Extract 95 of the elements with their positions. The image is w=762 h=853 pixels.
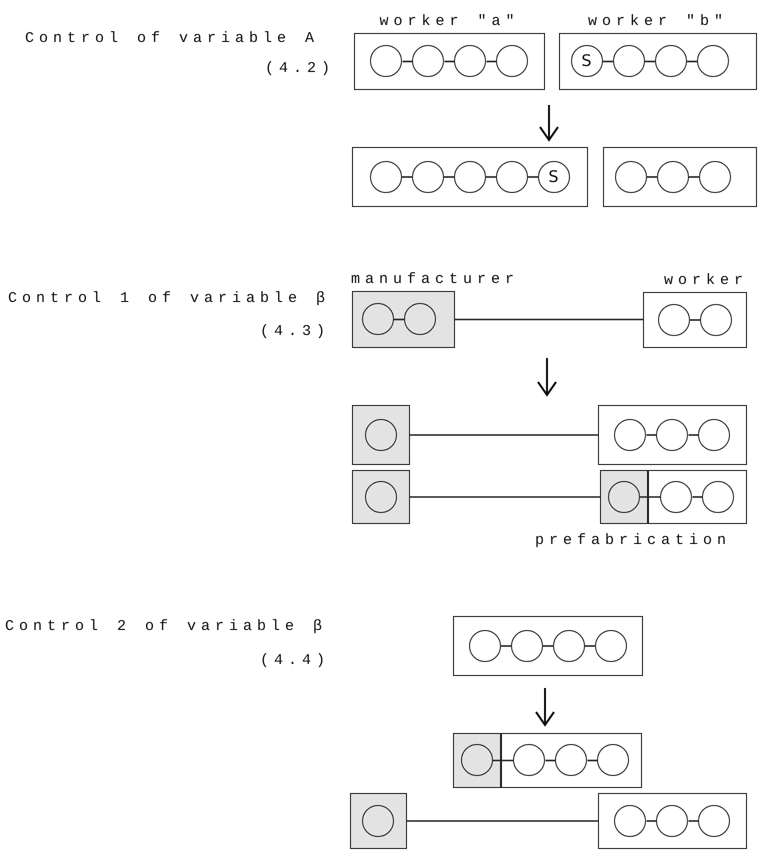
circle (698, 160, 730, 192)
circle (656, 804, 688, 836)
caption-text: (4.2) (264, 60, 335, 77)
circle (496, 160, 528, 192)
caption-text: Control 2 of variable β (5, 618, 328, 635)
circle (362, 804, 394, 836)
circle (700, 304, 732, 336)
box (598, 793, 747, 849)
labelled-circle (570, 45, 602, 77)
circle (597, 744, 629, 776)
connector-line (640, 496, 660, 498)
box (501, 733, 642, 788)
circle (364, 480, 396, 512)
connector-line (646, 434, 656, 436)
circle (656, 418, 688, 450)
connector-line (486, 176, 496, 178)
connector-line (402, 176, 412, 178)
caption-text: (4.4) (260, 652, 330, 669)
circle (614, 160, 646, 192)
circle (496, 45, 528, 77)
circle (658, 304, 690, 336)
circle (614, 804, 646, 836)
circle (698, 804, 730, 836)
connector-line (455, 318, 643, 320)
caption-text: Control of variable A (25, 30, 320, 47)
circle (454, 45, 486, 77)
connector-line (486, 60, 496, 62)
circle (412, 45, 444, 77)
connector-line (444, 60, 454, 62)
circle (552, 630, 584, 662)
connector-line (444, 176, 454, 178)
circle (702, 480, 734, 512)
connector-line (689, 176, 699, 178)
connector-line (687, 60, 697, 62)
circle (362, 303, 394, 335)
connector-line (646, 820, 656, 822)
box (603, 147, 757, 207)
circle (454, 160, 486, 192)
connector-line (501, 645, 511, 647)
box (453, 616, 643, 676)
connector-line (528, 176, 538, 178)
connector-line (402, 60, 412, 62)
caption-text: (4.3) (260, 323, 330, 340)
circle (612, 45, 644, 77)
circle (468, 630, 500, 662)
connector-line (493, 760, 514, 762)
shaded-box (600, 470, 648, 524)
circle (370, 45, 402, 77)
shaded-box (352, 470, 410, 524)
connector-line (692, 496, 702, 498)
box (648, 470, 747, 524)
connector-line (688, 820, 698, 822)
circle (510, 630, 542, 662)
circle (608, 480, 640, 512)
circle (660, 480, 692, 512)
box-heading: worker (664, 272, 748, 289)
circle (656, 160, 688, 192)
connector-line (543, 645, 553, 647)
circle (698, 418, 730, 450)
connector-line (585, 645, 595, 647)
box-heading: manufacturer (351, 271, 520, 288)
circle (696, 45, 728, 77)
circle (555, 744, 587, 776)
connector-line (645, 60, 655, 62)
connector-line (394, 318, 404, 320)
box-heading: worker "a" (380, 13, 520, 30)
connector-line (603, 60, 613, 62)
connector-line (410, 496, 600, 498)
connector-line (407, 820, 598, 822)
box-heading: worker "b" (588, 13, 728, 30)
shaded-box (352, 405, 410, 465)
caption-text: Control 1 of variable β (8, 290, 330, 307)
circle (412, 160, 444, 192)
caption-text: prefabrication (535, 532, 732, 549)
connector-line (410, 434, 598, 436)
connector-line (688, 434, 698, 436)
box (352, 147, 588, 207)
circle (513, 744, 545, 776)
circle (654, 45, 686, 77)
shaded-box (350, 793, 407, 849)
connector-line (588, 760, 598, 762)
connector-line (647, 176, 657, 178)
circle (364, 418, 396, 450)
circle (460, 744, 492, 776)
connector-line (546, 760, 556, 762)
circle (404, 303, 436, 335)
circle-label: S (581, 53, 592, 69)
circle (614, 418, 646, 450)
shaded-box (453, 733, 501, 788)
circle (370, 160, 402, 192)
circle-label: S (548, 168, 559, 184)
circle (594, 630, 626, 662)
labelled-circle (538, 160, 570, 192)
box (598, 405, 747, 465)
connector-line (690, 319, 700, 321)
